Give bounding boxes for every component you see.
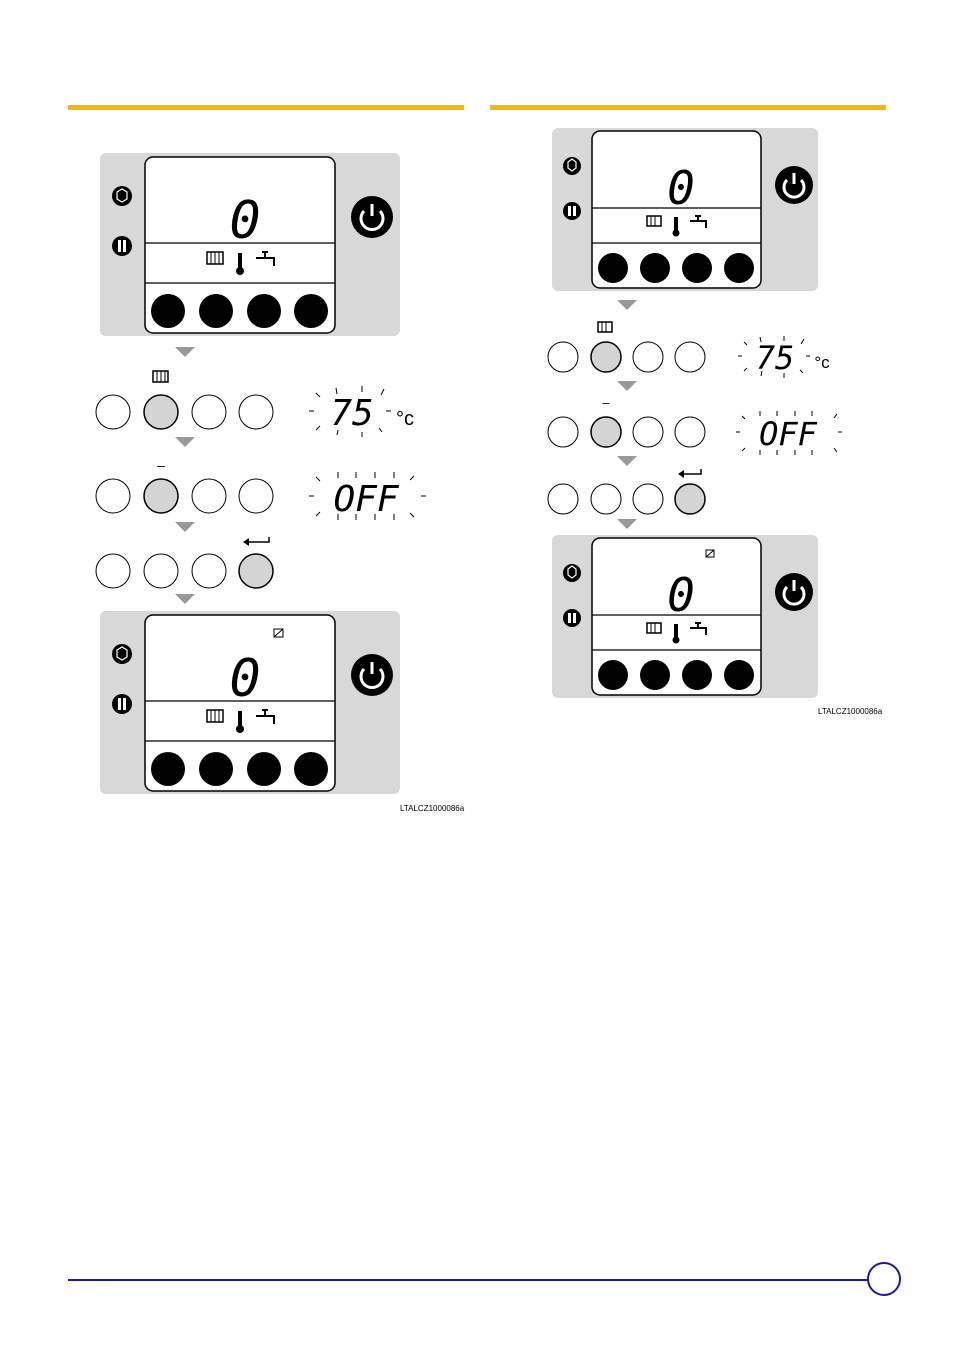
soft-button-2[interactable] — [199, 752, 233, 786]
main-display-value: 0 — [229, 191, 260, 251]
radiator-icon — [153, 371, 168, 382]
step-button-4[interactable] — [239, 479, 273, 513]
main-display-value: 0 — [229, 649, 260, 709]
radiator-icon — [598, 322, 612, 332]
soft-button-2[interactable] — [640, 660, 670, 690]
step-arrow — [175, 522, 195, 532]
control-panel-before: 0 — [552, 128, 818, 291]
page-number-badge — [867, 1262, 901, 1296]
step-button-3[interactable] — [192, 479, 226, 513]
control-panel-before: 0 — [100, 153, 400, 336]
soft-button-4[interactable] — [294, 294, 328, 328]
main-display-value: 0 — [667, 161, 695, 215]
soft-button-3[interactable] — [247, 294, 281, 328]
info-icon[interactable] — [112, 694, 132, 714]
step-arrow — [617, 300, 637, 310]
power-button[interactable] — [351, 654, 393, 696]
step-button-1[interactable] — [96, 554, 130, 588]
left-figure: 0 75 °c – OFF — [0, 0, 477, 830]
step-button-4[interactable] — [675, 342, 705, 372]
step-button-1[interactable] — [96, 395, 130, 429]
step-button-4[interactable] — [675, 417, 705, 447]
minus-label: – — [602, 395, 610, 410]
step-row-minus: – OFF — [96, 457, 426, 520]
step-button-1[interactable] — [96, 479, 130, 513]
step-arrow — [175, 594, 195, 604]
soft-button-4[interactable] — [294, 752, 328, 786]
soft-button-1[interactable] — [598, 660, 628, 690]
step-arrow — [175, 437, 195, 447]
figure-caption-left: LTALCZ1000086a — [400, 804, 464, 813]
temperature-unit: °c — [814, 353, 830, 372]
flashing-temperature: 75 — [330, 393, 373, 434]
step-button-3[interactable] — [633, 342, 663, 372]
main-display-value: 0 — [667, 568, 695, 622]
control-panel-after: 0 — [552, 535, 818, 698]
step-button-pressed[interactable] — [591, 417, 621, 447]
step-button-1[interactable] — [548, 417, 578, 447]
step-button-1[interactable] — [548, 342, 578, 372]
step-button-pressed[interactable] — [144, 479, 178, 513]
power-button[interactable] — [351, 196, 393, 238]
figure-caption-right: LTALCZ1000086a — [818, 707, 882, 716]
step-arrow — [617, 381, 637, 391]
soft-button-1[interactable] — [151, 294, 185, 328]
step-arrow — [617, 519, 637, 529]
soft-button-3[interactable] — [247, 752, 281, 786]
step-button-2[interactable] — [144, 554, 178, 588]
soft-button-1[interactable] — [151, 752, 185, 786]
enter-arrow-icon — [243, 537, 269, 546]
step-button-3[interactable] — [192, 554, 226, 588]
soft-button-3[interactable] — [682, 253, 712, 283]
info-icon[interactable] — [112, 236, 132, 256]
step-button-pressed[interactable] — [675, 484, 705, 514]
step-arrow — [175, 347, 195, 357]
step-button-pressed[interactable] — [239, 554, 273, 588]
info-icon[interactable] — [563, 609, 581, 627]
soft-button-2[interactable] — [199, 294, 233, 328]
right-figure: 0 75 °c – OFF — [477, 0, 917, 730]
soft-button-1[interactable] — [598, 253, 628, 283]
step-row-enter — [96, 537, 273, 588]
soft-button-3[interactable] — [682, 660, 712, 690]
step-button-pressed[interactable] — [591, 342, 621, 372]
step-button-3[interactable] — [633, 417, 663, 447]
flashing-off: OFF — [333, 479, 399, 520]
step-arrow — [617, 456, 637, 466]
soft-button-4[interactable] — [724, 253, 754, 283]
control-panel-after: 0 — [100, 611, 400, 794]
soft-button-2[interactable] — [640, 253, 670, 283]
step-button-1[interactable] — [548, 484, 578, 514]
soft-button-4[interactable] — [724, 660, 754, 690]
step-button-3[interactable] — [633, 484, 663, 514]
step-button-pressed[interactable] — [144, 395, 178, 429]
step-row-minus: – OFF — [548, 395, 842, 455]
flashing-off: OFF — [759, 415, 818, 453]
step-row-enter — [548, 469, 705, 514]
footer-rule — [68, 1279, 868, 1281]
enter-arrow-icon — [678, 469, 701, 478]
step-button-3[interactable] — [192, 395, 226, 429]
temperature-unit: °c — [396, 408, 414, 430]
info-icon[interactable] — [563, 202, 581, 220]
minus-label: – — [157, 457, 165, 473]
step-button-4[interactable] — [239, 395, 273, 429]
step-row-radiator: 75 °c — [96, 371, 414, 437]
step-button-2[interactable] — [591, 484, 621, 514]
step-row-radiator: 75 °c — [548, 322, 830, 378]
